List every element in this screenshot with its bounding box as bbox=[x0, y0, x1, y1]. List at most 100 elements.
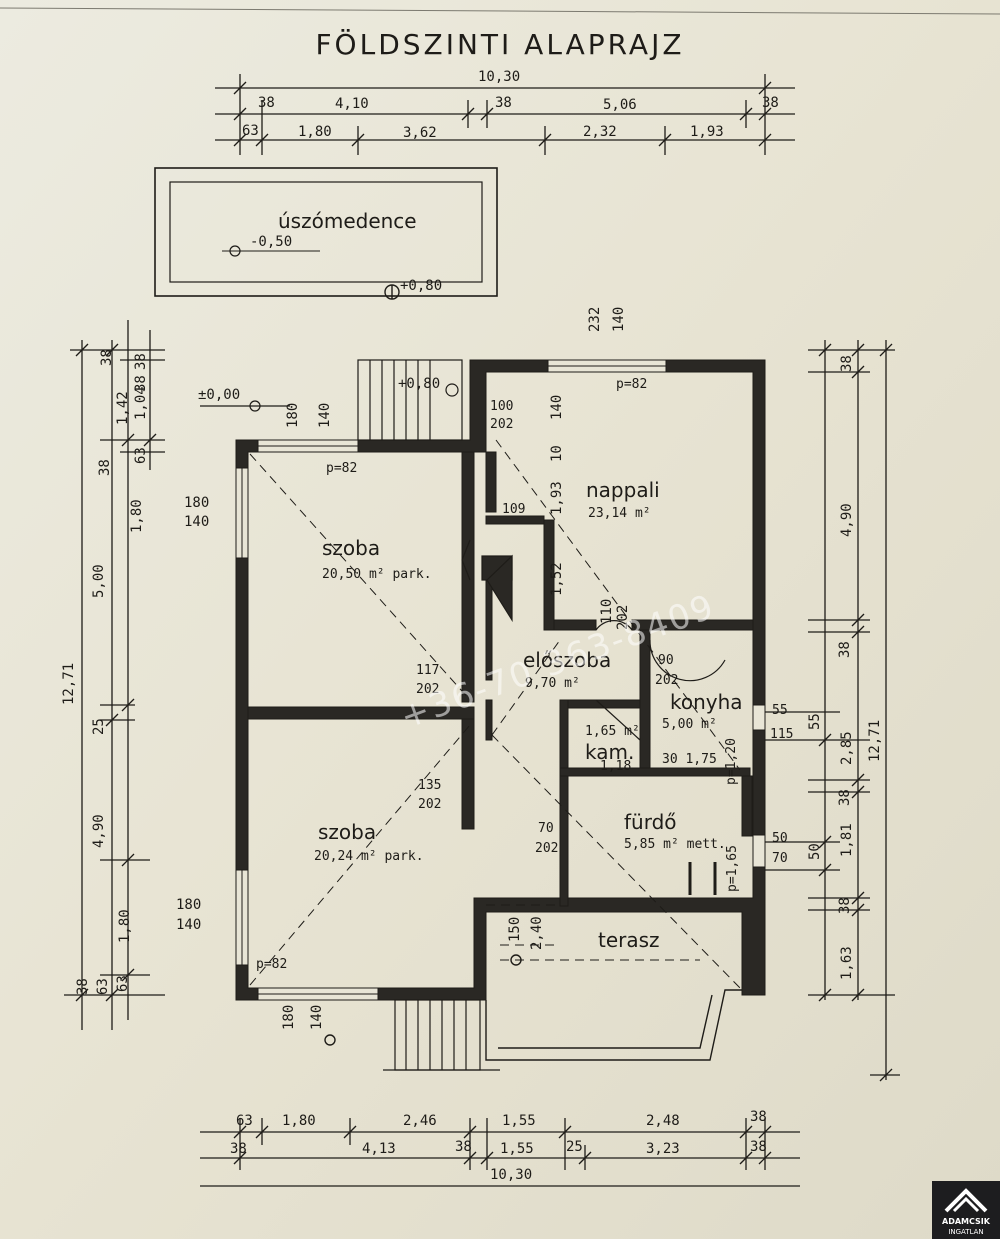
dim-bot-overall: 10,30 bbox=[490, 1167, 533, 1183]
dim-232: 232 bbox=[587, 306, 603, 332]
window-4-height: 140 bbox=[309, 1004, 325, 1030]
dim-right-a6: 38 bbox=[837, 897, 853, 914]
dim-top-overall: 10,30 bbox=[478, 69, 521, 85]
dim-left-c1: 63 bbox=[133, 447, 149, 464]
dim-109: 109 bbox=[502, 502, 526, 517]
dim-140-nappali: 140 bbox=[549, 394, 565, 420]
dim-top-r1-1: 4,10 bbox=[335, 96, 369, 112]
window-1-height: 140 bbox=[184, 514, 210, 530]
dim-left-s0: 38 bbox=[133, 353, 149, 370]
door-135-width: 135 bbox=[418, 778, 442, 793]
door-100-height: 202 bbox=[490, 417, 514, 432]
dim-150: 150 bbox=[507, 916, 523, 942]
dim-right-a5: 1,81 bbox=[839, 823, 855, 857]
door-90-width: 90 bbox=[658, 653, 674, 668]
dim-1-18: 1,18 bbox=[600, 759, 632, 774]
dim-left-b3: 1,80 bbox=[129, 499, 145, 533]
room-area-eloszoba: 9,70 m² bbox=[525, 676, 580, 691]
dim-bot-r1-4: 2,48 bbox=[646, 1113, 680, 1129]
dim-bot-r1-2: 2,46 bbox=[403, 1113, 437, 1129]
dim-bot-r1-0: 63 bbox=[236, 1113, 253, 1129]
dim-bot-r2-4: 25 bbox=[566, 1139, 583, 1155]
dim-bot-r1-5: 38 bbox=[750, 1109, 767, 1125]
parapet-nappali: p=82 bbox=[616, 377, 648, 392]
door-135-height: 202 bbox=[418, 797, 442, 812]
door-swings bbox=[461, 539, 726, 895]
pool-label: úszómedence bbox=[278, 209, 417, 233]
room-area-furdo: 5,85 m² mett. bbox=[624, 837, 726, 852]
room-area-szoba-2: 20,24 m² park. bbox=[314, 849, 424, 864]
dim-top-r2-1: 1,80 bbox=[298, 124, 332, 140]
staircase bbox=[200, 359, 500, 1071]
agency-logo: ADAMCSIK INGATLAN bbox=[932, 1181, 1000, 1239]
dim-1-93: 1,93 bbox=[549, 481, 565, 515]
door-70-height: 202 bbox=[535, 841, 559, 856]
window-2-width: 180 bbox=[176, 897, 202, 913]
dim-top-r2-3: 2,32 bbox=[583, 124, 617, 140]
room-name-nappali: nappali bbox=[586, 478, 660, 502]
right-dimension-lines bbox=[765, 340, 900, 1082]
dim-top-r2-2: 3,62 bbox=[403, 125, 437, 141]
dim-bot-r2-1: 4,13 bbox=[362, 1141, 396, 1157]
dim-left-b0: 38 bbox=[99, 349, 115, 366]
door-70-width: 70 bbox=[538, 821, 554, 836]
door-100-width: 100 bbox=[490, 399, 514, 414]
window-3-height: 140 bbox=[317, 402, 333, 428]
window-115: 115 bbox=[770, 727, 794, 742]
logo-subtitle: INGATLAN bbox=[948, 1228, 984, 1236]
dim-1-52: 1,52 bbox=[549, 562, 565, 596]
dim-140-top: 140 bbox=[611, 306, 627, 332]
dim-top-r2-0: 63 bbox=[242, 123, 259, 139]
dim-left-c2: 1,80 bbox=[117, 909, 133, 943]
building-walls bbox=[235, 359, 766, 1001]
room-area-kamra: 1,65 m² bbox=[585, 724, 640, 739]
house-roof-icon bbox=[944, 1188, 988, 1213]
dim-right-a4: 38 bbox=[837, 789, 853, 806]
window-70: 70 bbox=[772, 851, 788, 866]
pool-outline bbox=[154, 167, 498, 300]
room-name-furdo: fürdő bbox=[624, 810, 677, 834]
room-name-konyha: konyha bbox=[670, 690, 743, 714]
dim-left-b4: 63 bbox=[95, 978, 111, 995]
dim-bot-r2-0: 38 bbox=[230, 1141, 247, 1157]
pool-level-inner: -0,50 bbox=[250, 234, 293, 250]
dim-10: 10 bbox=[549, 445, 565, 462]
left-dimension-lines bbox=[64, 320, 165, 1030]
window-1-width: 180 bbox=[184, 495, 210, 511]
dim-right-a1: 4,90 bbox=[839, 503, 855, 537]
dim-top-r2-4: 1,93 bbox=[690, 124, 724, 140]
top-dimension-lines bbox=[215, 74, 795, 155]
level-stair-top: +0,80 bbox=[398, 376, 441, 392]
parapet-furdo: p=1,65 bbox=[725, 845, 740, 892]
page-title: FÖLDSZINTI ALAPRAJZ bbox=[315, 28, 685, 61]
parapet-szoba-2: p=82 bbox=[256, 957, 288, 972]
level-ground: ±0,00 bbox=[198, 387, 241, 403]
door-117-width: 117 bbox=[416, 663, 440, 678]
window-4-width: 180 bbox=[281, 1004, 297, 1030]
parapet-konyha: p=1,20 bbox=[724, 738, 739, 785]
dim-left-b1: 1,42 bbox=[115, 391, 131, 425]
dim-top-r1-3: 5,06 bbox=[603, 97, 637, 113]
dim-bot-r2-2: 38 bbox=[455, 1139, 472, 1155]
window-50: 50 bbox=[772, 831, 788, 846]
dim-right-b1: 50 bbox=[807, 843, 823, 860]
dim-right-a2: 38 bbox=[837, 641, 853, 658]
dim-right-a7: 1,63 bbox=[839, 946, 855, 980]
room-area-szoba-1: 20,50 m² park. bbox=[322, 567, 432, 582]
dim-bot-r2-5: 3,23 bbox=[646, 1141, 680, 1157]
dim-top-r1-0: 38 bbox=[258, 95, 275, 111]
dim-left-a2: 4,90 bbox=[91, 814, 107, 848]
room-name-szoba-1: szoba bbox=[322, 536, 381, 560]
dim-30-1-75: 30 1,75 bbox=[662, 752, 717, 767]
door-90-height: 202 bbox=[655, 673, 679, 688]
dim-bot-r1-1: 1,80 bbox=[282, 1113, 316, 1129]
dim-bot-r2-3: 1,55 bbox=[500, 1141, 534, 1157]
window-55: 55 bbox=[772, 703, 788, 718]
room-area-konyha: 5,00 m² bbox=[662, 717, 717, 732]
parapet-szoba-1: p=82 bbox=[326, 461, 358, 476]
dim-right-a3: 2,85 bbox=[839, 731, 855, 765]
dim-top-r1-2: 38 bbox=[495, 95, 512, 111]
dim-bot-r1-3: 1,55 bbox=[502, 1113, 536, 1129]
dim-left-a0: 5,00 bbox=[91, 564, 107, 598]
